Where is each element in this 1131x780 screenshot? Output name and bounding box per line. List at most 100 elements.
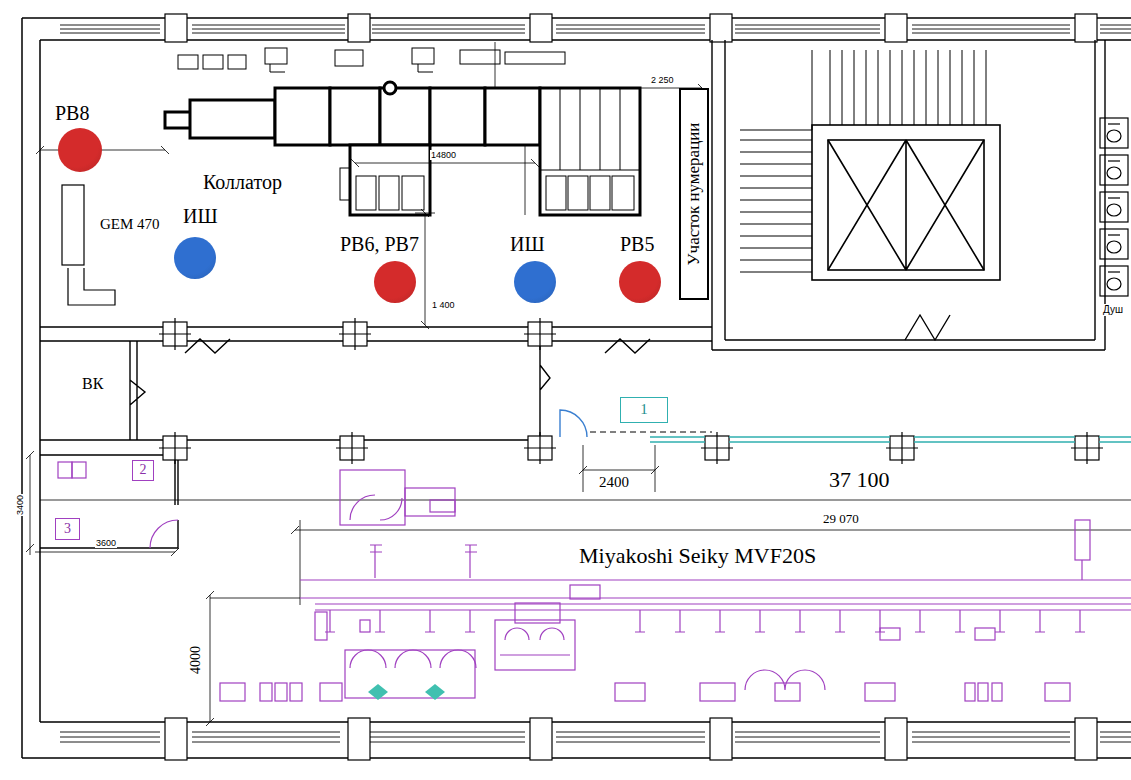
printing-press xyxy=(275,683,287,701)
printing-press xyxy=(1081,560,1082,580)
collator-detail xyxy=(612,176,634,210)
elevator-shaft xyxy=(812,125,1000,280)
planned-wall xyxy=(650,437,1131,442)
interior-wall xyxy=(185,339,650,353)
toilet-fixture xyxy=(1107,130,1121,142)
stair-block xyxy=(712,40,1105,350)
printing-press xyxy=(315,612,327,640)
collator-detail xyxy=(546,176,566,210)
dashed-line xyxy=(590,432,712,433)
interior-wall xyxy=(40,455,178,548)
collator-machine xyxy=(485,88,540,145)
collator-machine xyxy=(275,88,330,145)
fixture xyxy=(412,48,434,64)
dimension-label: 1 400 xyxy=(431,300,456,310)
toilet-fixture xyxy=(1100,192,1128,222)
collator-machine xyxy=(165,112,192,128)
room-number-box: 1 xyxy=(620,397,668,423)
column xyxy=(165,718,187,760)
marker-circle xyxy=(619,261,661,303)
marker-node: РВ5 xyxy=(620,233,654,256)
area-box: Участок нумерации xyxy=(679,88,709,300)
room-number: 3 xyxy=(64,521,71,537)
marker-label: РВ8 xyxy=(55,102,89,125)
column xyxy=(885,718,907,760)
toilet-fixture xyxy=(1108,197,1120,198)
teal-part xyxy=(425,684,445,700)
dimension-label: 3600 xyxy=(95,538,117,548)
column xyxy=(530,718,552,760)
marker-label: РВ6, РВ7 xyxy=(340,233,419,256)
dimension-label: 2400 xyxy=(598,474,630,491)
collator-detail xyxy=(356,176,376,210)
printing-press xyxy=(360,620,370,632)
printing-press xyxy=(430,500,455,512)
small-room-fixture xyxy=(58,462,72,478)
dimension-line xyxy=(206,591,300,726)
column xyxy=(165,14,1097,760)
printing-press xyxy=(975,628,995,640)
window xyxy=(60,25,1131,33)
toilet-fixture xyxy=(1100,266,1128,296)
planned-wall xyxy=(650,436,1131,437)
column xyxy=(336,432,368,464)
stairs xyxy=(740,140,812,272)
printing-press xyxy=(350,495,402,520)
column xyxy=(886,432,918,464)
stairs xyxy=(830,50,986,125)
printing-press xyxy=(992,683,1002,701)
printing-press xyxy=(500,628,570,655)
collator-machine xyxy=(430,88,485,145)
printing-press xyxy=(320,683,342,701)
toilet-fixture xyxy=(1100,155,1128,185)
printing-press xyxy=(370,545,477,578)
dimension-line xyxy=(36,42,706,329)
printing-press xyxy=(405,488,455,516)
fixture xyxy=(228,55,246,69)
column xyxy=(524,318,556,350)
column xyxy=(1075,14,1097,42)
toilet-fixture xyxy=(1108,160,1120,161)
fixture xyxy=(335,50,363,66)
elevator-shaft xyxy=(828,140,984,270)
collator-detail xyxy=(568,176,588,210)
column xyxy=(885,14,907,42)
machine-label: GEM 470 xyxy=(100,216,160,233)
toilet-fixture xyxy=(1100,118,1128,148)
dimension-line xyxy=(36,146,169,154)
collator-machine xyxy=(350,145,430,215)
fixture xyxy=(178,48,565,72)
marker-node: ИШ xyxy=(183,205,218,228)
interior-wall xyxy=(40,341,550,455)
teal-part xyxy=(368,684,388,700)
toilet-fixture xyxy=(1107,167,1121,179)
printing-press xyxy=(300,580,1131,610)
printing-press xyxy=(515,603,560,623)
marker-node: РВ6, РВ7 xyxy=(340,233,419,256)
fixture xyxy=(203,55,223,69)
printing-press xyxy=(880,628,900,640)
collator-machine xyxy=(165,82,640,215)
marker-node: РВ8 xyxy=(55,102,89,125)
column xyxy=(165,14,187,42)
dimension-line xyxy=(26,445,1131,726)
column xyxy=(524,432,556,464)
printing-press xyxy=(700,683,735,701)
elevator-shaft xyxy=(812,125,1000,280)
dimension-line xyxy=(40,500,1131,501)
marker-label: ИШ xyxy=(510,233,545,256)
printing-press xyxy=(325,631,1085,632)
printing-press xyxy=(965,683,975,701)
printing-press xyxy=(220,470,1131,701)
toilet-fixture xyxy=(1100,118,1128,296)
dimension-line xyxy=(291,520,1131,605)
machine-label: Miyakoshi Seiky MVF20S xyxy=(578,543,817,568)
toilet-fixture xyxy=(1108,234,1120,235)
printing-press xyxy=(1045,683,1070,701)
area-label: Участок нумерации xyxy=(684,123,704,266)
dimension-label: 2 250 xyxy=(650,75,675,85)
marker-circle xyxy=(374,261,416,303)
machine-label: Коллатор xyxy=(203,171,282,194)
fixture xyxy=(270,64,285,72)
